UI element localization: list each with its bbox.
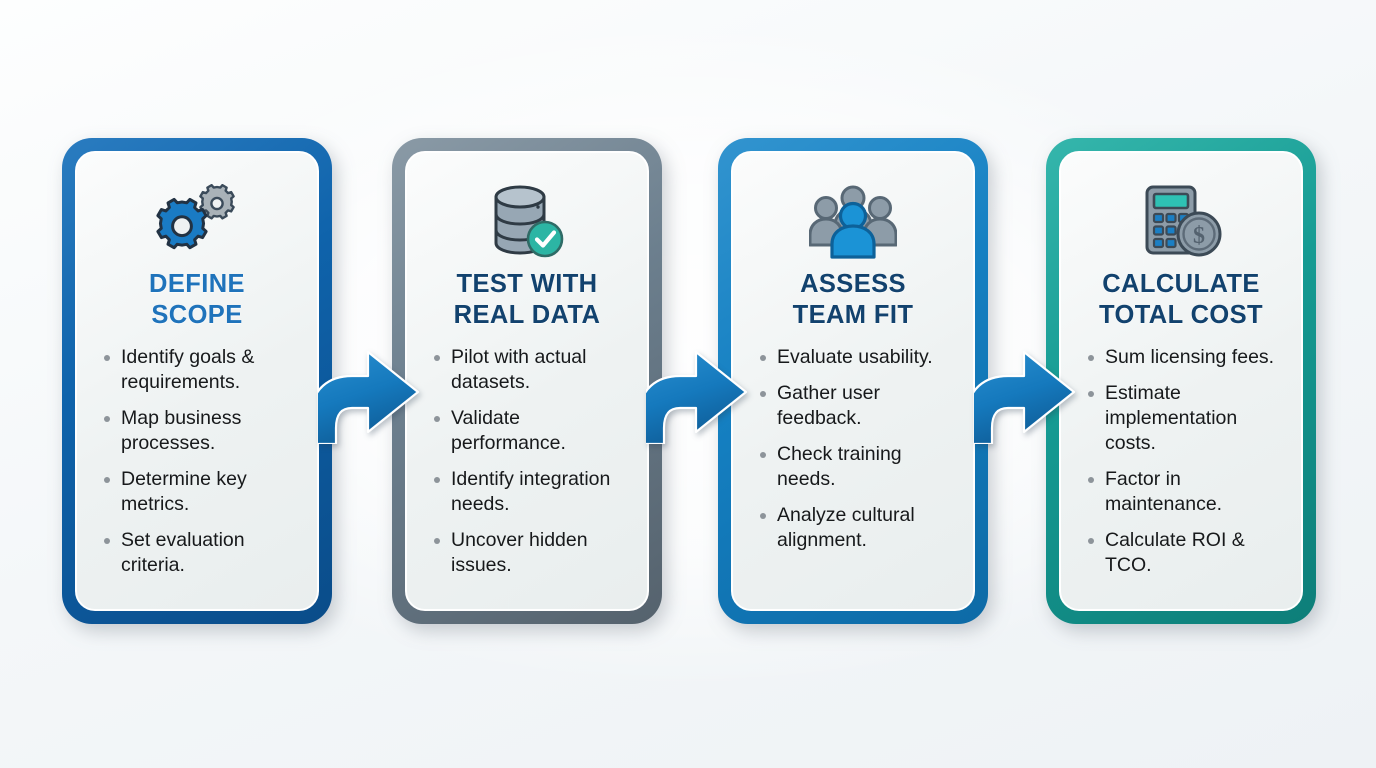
step-bullet-list: Evaluate usability. Gather user feedback…: [749, 345, 957, 564]
list-item: Analyze cultural alignment.: [755, 503, 957, 553]
list-item: Identify goals & requirements.: [99, 345, 301, 395]
list-item: Sum licensing fees.: [1083, 345, 1285, 370]
list-item: Check training needs.: [755, 442, 957, 492]
curved-right-arrow-icon: [318, 350, 420, 444]
step-bullet-list: Identify goals & requirements. Map busin…: [93, 345, 301, 589]
list-item: Map business processes.: [99, 406, 301, 456]
gears-icon: [154, 179, 240, 265]
list-item: Set evaluation criteria.: [99, 528, 301, 578]
list-item: Uncover hidden issues.: [429, 528, 631, 578]
list-item: Pilot with actual datasets.: [429, 345, 631, 395]
database-check-icon: [486, 179, 568, 265]
list-item: Validate performance.: [429, 406, 631, 456]
svg-text:$: $: [1193, 223, 1205, 249]
list-item: Calculate ROI & TCO.: [1083, 528, 1285, 578]
list-item: Gather user feedback.: [755, 381, 957, 431]
list-item: Estimate implementation costs.: [1083, 381, 1285, 456]
list-item: Identify integration needs.: [429, 467, 631, 517]
list-item: Evaluate usability.: [755, 345, 957, 370]
curved-right-arrow-icon: [974, 350, 1076, 444]
step-bullet-list: Pilot with actual datasets. Validate per…: [423, 345, 631, 589]
curved-right-arrow-icon: [646, 350, 748, 444]
list-item: Determine key metrics.: [99, 467, 301, 517]
people-group-icon: [809, 179, 897, 265]
list-item: Factor in maintenance.: [1083, 467, 1285, 517]
calculator-coin-icon: $: [1139, 179, 1223, 265]
step-bullet-list: Sum licensing fees. Estimate implementat…: [1077, 345, 1285, 589]
